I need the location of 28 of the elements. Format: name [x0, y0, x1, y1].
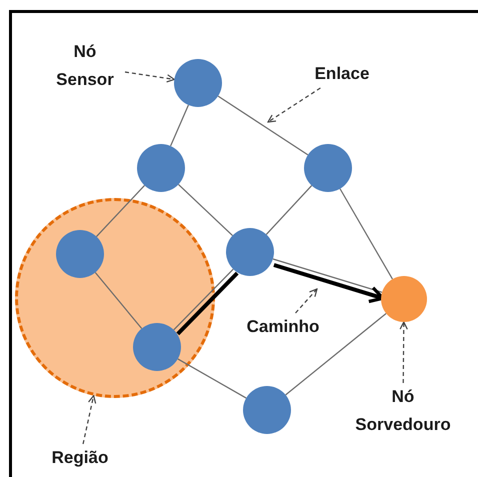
link-line [178, 358, 246, 399]
leader-line [267, 88, 321, 123]
link-line [96, 185, 145, 237]
link-line [178, 184, 233, 236]
link-line [340, 188, 393, 280]
sensor-node [226, 228, 274, 276]
annotation-label: Nó Sorvedouro [354, 386, 452, 436]
link-line [272, 258, 382, 293]
leader-line [82, 395, 96, 444]
sensor-node [304, 144, 352, 192]
link-line [285, 313, 386, 396]
leader-line [124, 71, 175, 82]
sensor-node [243, 386, 291, 434]
annotation-label: Região [50, 447, 110, 469]
annotation-label: Enlace [314, 63, 370, 85]
sensor-node [174, 59, 222, 107]
link-line [266, 185, 312, 235]
link-line [218, 96, 308, 156]
sensor-node [56, 230, 104, 278]
link-line [170, 104, 189, 146]
annotation-label: Caminho [246, 316, 320, 338]
leader-line [295, 288, 318, 314]
sink-node [381, 276, 427, 322]
sensor-node [137, 144, 185, 192]
link-line [94, 272, 142, 329]
leader-line [400, 321, 408, 383]
annotation-label: Nó Sensor [55, 41, 115, 91]
sensor-node [133, 323, 181, 371]
